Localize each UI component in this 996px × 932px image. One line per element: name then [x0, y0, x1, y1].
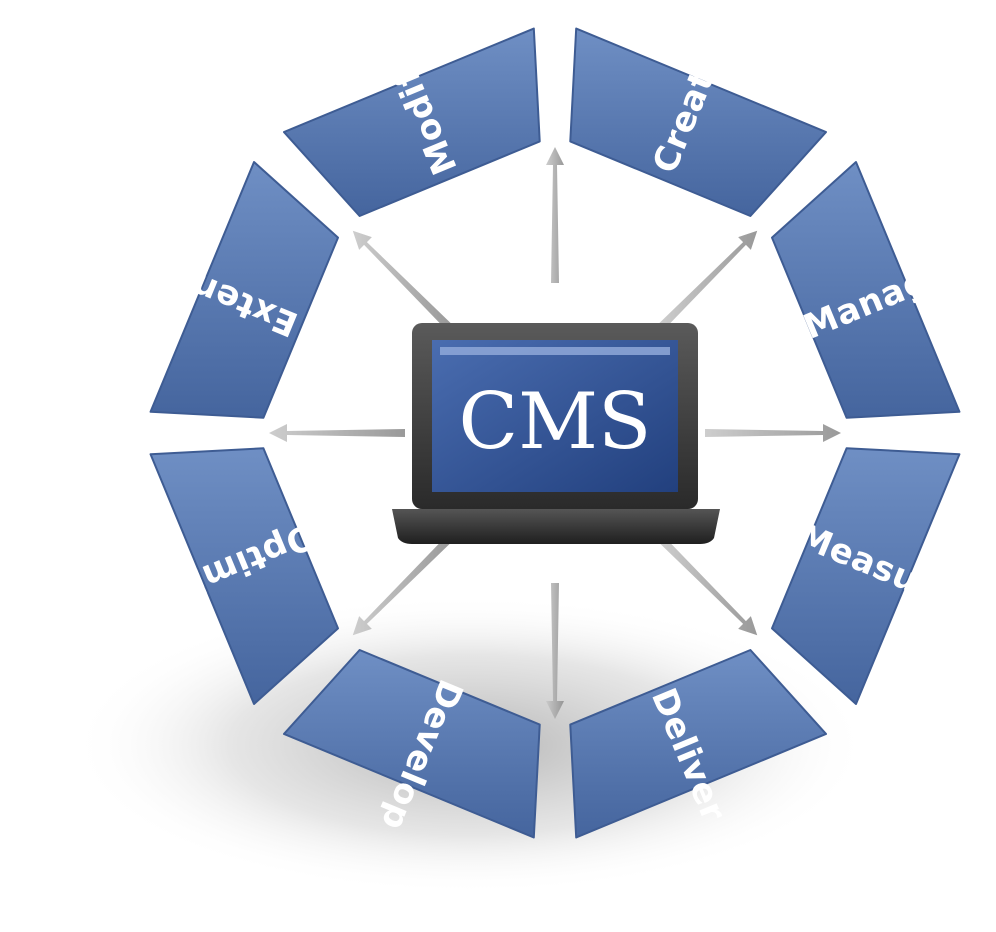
segment-extend-shape: [149, 161, 340, 419]
segment-create-shape: [569, 27, 827, 218]
arrow-spoke: [658, 230, 758, 330]
segment-deliver: Deliver: [569, 648, 827, 839]
arrow-spoke: [352, 536, 452, 636]
segment-deliver-shape: [569, 648, 827, 839]
arrow-spoke: [546, 583, 564, 719]
segment-manage: Manage: [770, 161, 961, 419]
segment-create: Create: [569, 27, 827, 218]
arrow-spoke: [546, 147, 564, 283]
laptop-screen: [432, 340, 678, 492]
segment-modify-shape: [283, 27, 541, 218]
arrow-spoke: [658, 536, 758, 636]
segment-develop-shape: [283, 648, 541, 839]
arrow-spokes: [269, 147, 841, 719]
arrow-spoke: [705, 424, 841, 442]
segment-manage-shape: [770, 161, 961, 419]
arrow-spoke: [269, 424, 405, 442]
segment-extend: Extend: [149, 161, 340, 419]
segment-modify: Modify: [283, 27, 541, 218]
arrow-spoke: [352, 230, 452, 330]
laptop-base: [392, 509, 720, 544]
screen-highlight: [440, 347, 670, 355]
laptop-icon: CMS: [392, 323, 720, 544]
segment-measure-shape: [770, 447, 961, 705]
center-label: CMS: [459, 377, 652, 467]
segment-optimize-shape: [149, 447, 340, 705]
